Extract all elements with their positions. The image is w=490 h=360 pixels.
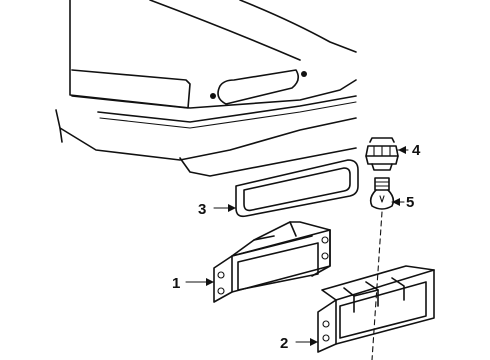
lamp-assembly xyxy=(213,221,331,303)
callout-number-3: 3 xyxy=(198,201,206,218)
lens-gasket xyxy=(235,159,359,218)
callout-number-2: 2 xyxy=(280,335,288,352)
bulb xyxy=(369,177,395,210)
callout-1: 1 xyxy=(172,275,215,292)
callout-2: 2 xyxy=(280,335,319,352)
callout-5: 5 xyxy=(391,194,414,211)
callout-3: 3 xyxy=(198,201,237,218)
callout-number-1: 1 xyxy=(172,275,180,292)
callout-number-4: 4 xyxy=(412,142,421,159)
callout-4: 4 xyxy=(397,142,421,159)
lamp-housing xyxy=(317,265,435,353)
bulb-socket xyxy=(365,137,399,171)
callout-number-5: 5 xyxy=(406,194,414,211)
bumper-fascia xyxy=(55,0,357,177)
